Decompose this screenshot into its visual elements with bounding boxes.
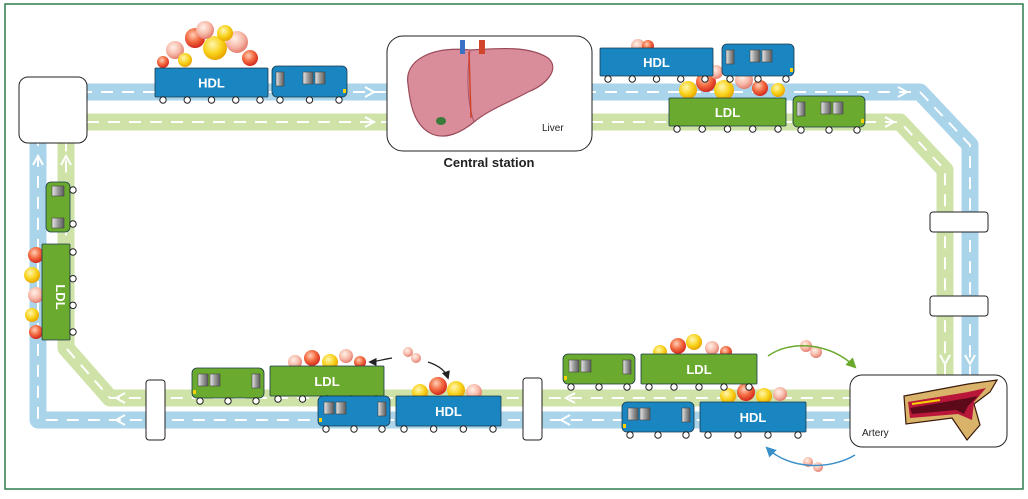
artery-illustration [903,379,999,441]
hdl-car-top-right: HDL [599,47,714,83]
hdl-loco-top-right [721,43,795,83]
ldl-car-bottom-right: LDL [640,353,758,391]
ldl-car-label: LDL [314,374,339,389]
ldl-car-label: LDL [53,284,68,309]
lane-direction-arrows [32,86,976,426]
lipid-cluster-4 [24,247,44,339]
ldl-car-top-right: LDL [668,97,787,133]
lipid-cluster-7 [653,334,732,359]
stop-bottom-1 [145,379,166,441]
ldl-car-label: LDL [686,362,711,377]
ldl-to-artery-arrow [767,345,857,369]
hdl-car-top-left: HDL [154,67,269,104]
hdl-car-label: HDL [740,410,767,425]
station-top-left [18,76,88,144]
central-station-label: Central station [443,155,534,170]
hdl-car-label: HDL [435,404,462,419]
exchange-arrow [368,357,393,367]
stop-bottom-2 [522,377,543,441]
stop-right-1 [929,211,989,233]
artery-to-hdl-arrow [765,446,856,467]
lipid-cluster-1 [157,21,258,68]
liver-station: Liver [386,35,593,152]
ldl-loco-bottom-right [562,353,636,391]
exchange-arrow-2 [427,361,450,380]
lipid-particle-icon [403,340,823,472]
artery-label: Artery [862,428,889,439]
hdl-loco-bottom-left [317,395,391,433]
stop-right-2 [929,295,989,317]
liver-label: Liver [542,123,564,134]
hdl-car-label: HDL [643,55,670,70]
hdl-car-label: HDL [198,76,225,91]
ldl-loco-top-right [792,95,866,134]
hdl-loco-top-left [271,65,348,104]
ldl-loco-bottom-left [191,367,265,405]
ldl-car-label: LDL [715,105,740,120]
hdl-loco-bottom-right [621,401,695,439]
ldl-loco-left [45,181,77,233]
liver-illustration [407,40,554,137]
hdl-car-bottom-left: HDL [395,395,502,433]
artery-station: Artery [849,374,1008,448]
cars-layer: HDL HDL LDL LDL LDL HDL LDL HDL [41,43,866,439]
hdl-car-bottom-right: HDL [699,401,807,439]
ldl-car-left: LDL [41,243,77,341]
